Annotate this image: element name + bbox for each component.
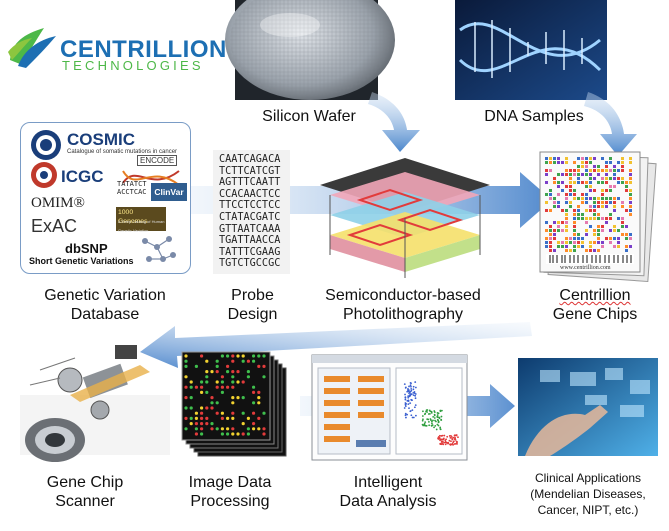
1000-genomes-subtitle: A Deep Catalog of Human Genetic Variatio…	[118, 219, 165, 233]
arrow-dna-to-chips	[584, 92, 637, 156]
omim-logo: OMIM®	[31, 195, 85, 211]
logo-leaf-icon	[8, 28, 56, 68]
arrow-chips-to-scanner	[140, 322, 532, 368]
silicon-wafer-label: Silicon Wafer	[262, 108, 356, 125]
probe-sequence: TGTCTGCCGC	[219, 258, 281, 270]
probe-sequence: TCTTCATCGT	[219, 165, 281, 177]
1000-genomes-title: 1000 Genomes	[118, 209, 148, 225]
dna-helix-icon	[122, 170, 180, 186]
gene-chip-scanner-image	[20, 345, 170, 462]
probe-sequence: AGTTTCAATT	[219, 177, 281, 189]
silicon-wafer-image	[225, 0, 395, 100]
clinical-applications-label: Clinical Applications(Mendelian Diseases…	[530, 471, 646, 517]
cosmic-subtitle: Catalogue of somatic mutations in cancer	[67, 149, 178, 155]
cosmic-logo: COSMIC	[67, 130, 135, 149]
probe-sequence: CCACAACTCC	[219, 188, 281, 200]
icgc-logo-icon	[31, 162, 57, 188]
clinical-applications-image	[518, 358, 658, 456]
data-analysis-screenshot	[311, 354, 468, 461]
encode-logo: ENCODE	[137, 155, 178, 166]
probe-sequence: TGATTAACCA	[219, 235, 281, 247]
dna-samples-image	[455, 0, 607, 100]
dbsnp-logo: dbSNP	[65, 241, 108, 256]
genetic-database-panel: COSMIC Catalogue of somatic mutations in…	[20, 122, 191, 274]
logo-tagline: TECHNOLOGIES	[62, 58, 204, 73]
probe-sequence: CTATACGATC	[219, 211, 281, 223]
clinvar-sequence: TATATCT ACCTCAC	[117, 180, 147, 196]
image-data-stack	[181, 351, 287, 457]
icgc-logo: ICGC	[61, 167, 104, 186]
probe-sequence: TTCCTCCTCC	[219, 200, 281, 212]
probe-sequence: GTTAATCAAA	[219, 223, 281, 235]
probe-sequence: CAATCAGACA	[219, 154, 281, 165]
photolithography-image	[320, 158, 490, 278]
probe-sequence: TATTTCGAAG	[219, 246, 281, 258]
1000-genomes-logo: 1000 Genomes A Deep Catalog of Human Gen…	[116, 207, 166, 233]
arrow-wafer-to-chip	[368, 92, 420, 152]
exac-logo: ExAC	[31, 216, 78, 236]
gene-chips-image	[539, 151, 657, 283]
cosmic-logo-icon	[31, 130, 61, 160]
chip-url: www.centrillion.com	[560, 265, 611, 271]
dna-samples-label: DNA Samples	[484, 108, 584, 125]
logo-wordmark: CENTRILLION	[60, 36, 227, 63]
clinvar-logo: ClinVar	[151, 183, 187, 201]
dbsnp-subtitle: Short Genetic Variations	[29, 256, 134, 266]
molecule-icon	[142, 236, 176, 262]
